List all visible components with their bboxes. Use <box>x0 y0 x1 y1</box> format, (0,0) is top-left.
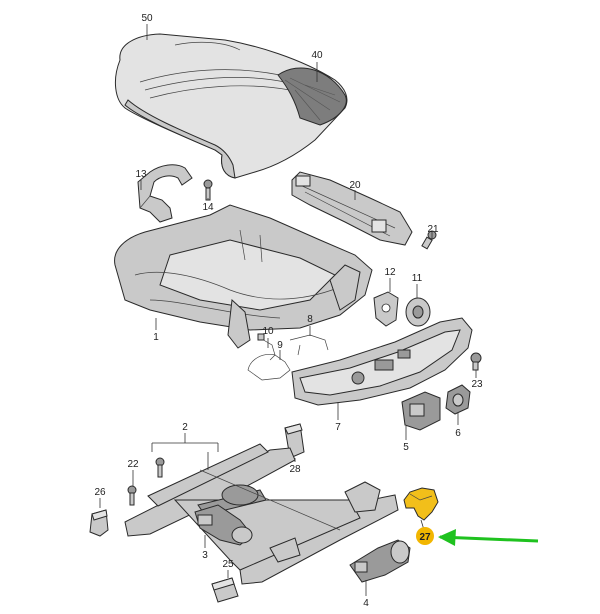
part-50-seat-cushion <box>114 33 348 179</box>
label-3: 3 <box>202 550 208 561</box>
leader-lines <box>99 24 477 596</box>
label-10: 10 <box>262 326 274 337</box>
label-21: 21 <box>427 224 439 235</box>
part-6-knob <box>445 384 471 415</box>
label-11: 11 <box>412 273 423 284</box>
part-25-bracket <box>211 577 239 603</box>
label-23: 23 <box>471 379 483 390</box>
part-22-screws <box>127 457 165 506</box>
part-7-side-trim <box>291 317 473 406</box>
label-13: 13 <box>135 169 147 180</box>
part-14-screw <box>203 179 213 201</box>
label-8: 8 <box>307 314 313 325</box>
green-arrow <box>438 529 539 546</box>
part-10-wire <box>257 333 276 361</box>
label-14: 14 <box>202 202 214 213</box>
part-11-disc <box>405 297 431 327</box>
label-26: 26 <box>94 487 106 498</box>
part-12-bracket <box>373 291 399 327</box>
part-27-highlighted <box>403 487 439 521</box>
part-1-seat-frame <box>114 204 373 349</box>
label-5: 5 <box>403 442 409 453</box>
part-9-harness <box>247 354 291 381</box>
part-23-screw <box>470 352 482 371</box>
label-20: 20 <box>349 180 361 191</box>
part-26-bracket <box>89 509 109 537</box>
part-labels: 50 40 13 14 20 21 12 11 1 10 8 23 7 9 5 … <box>94 13 483 609</box>
part-13-bracket <box>137 164 193 223</box>
label-22: 22 <box>127 459 139 470</box>
label-50: 50 <box>141 13 153 24</box>
label-40: 40 <box>311 50 323 61</box>
part-8-cable <box>289 334 329 356</box>
part-4-motor <box>349 539 411 583</box>
label-1: 1 <box>153 332 159 343</box>
part-20-rail <box>291 171 413 246</box>
part-3-motor <box>194 504 253 546</box>
label-25: 25 <box>222 559 234 570</box>
label-28: 28 <box>289 464 301 475</box>
label-2: 2 <box>182 422 188 433</box>
label-27-badge <box>416 527 434 545</box>
label-6: 6 <box>455 428 461 439</box>
label-7: 7 <box>335 422 341 433</box>
label-12: 12 <box>384 267 396 278</box>
part-40-cushion-cover <box>277 67 347 126</box>
highlight-callout: 27 <box>416 527 539 546</box>
label-27: 27 <box>419 532 431 543</box>
label-9: 9 <box>277 340 283 351</box>
label-4: 4 <box>363 598 369 609</box>
part-5-switch <box>401 391 441 431</box>
